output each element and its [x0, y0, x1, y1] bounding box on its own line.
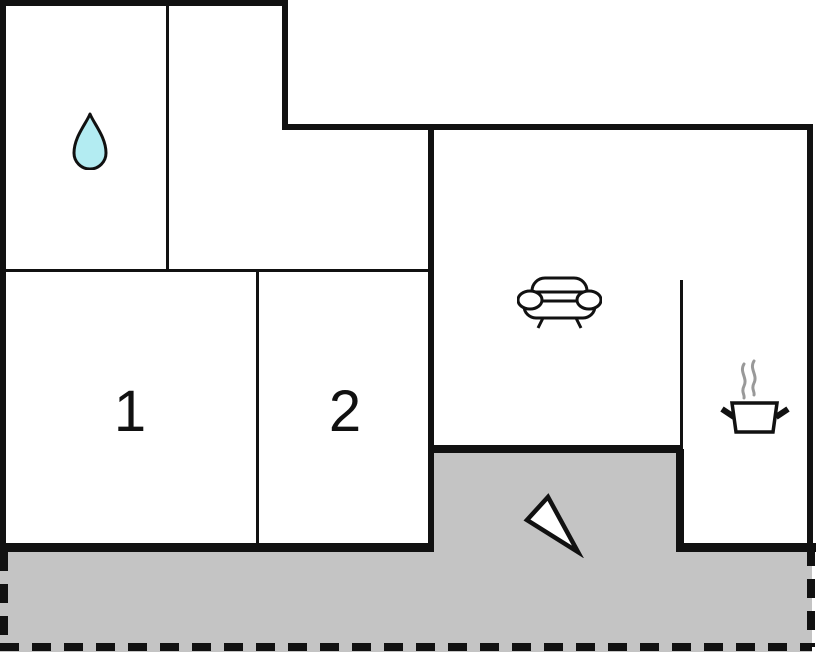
- wall-top-left: [0, 0, 288, 6]
- entrance-arrow-icon: [523, 493, 584, 558]
- room-1-label: 1: [113, 379, 147, 444]
- wall-bottom-right: [678, 543, 816, 552]
- wall-porch-right: [676, 449, 684, 552]
- sofa-icon: [517, 276, 602, 329]
- wall-outer-right: [807, 124, 813, 548]
- wall-bottom-left: [0, 543, 434, 552]
- wall-living-left: [428, 124, 434, 552]
- terrace-area: [0, 552, 812, 652]
- water-drop-icon: [72, 112, 108, 170]
- wall-porch-top: [428, 445, 682, 453]
- wall-middle-horizontal: [3, 269, 430, 272]
- wall-step-vertical: [282, 0, 288, 130]
- wall-outer-left: [0, 0, 6, 551]
- wall-bathroom-divider: [166, 4, 169, 271]
- cooking-pot-icon: [720, 359, 790, 434]
- room-2-label: 2: [328, 379, 362, 444]
- wall-kitchen-divider: [680, 280, 683, 450]
- wall-bedrooms-divider: [256, 271, 259, 544]
- wall-top-right: [282, 124, 813, 130]
